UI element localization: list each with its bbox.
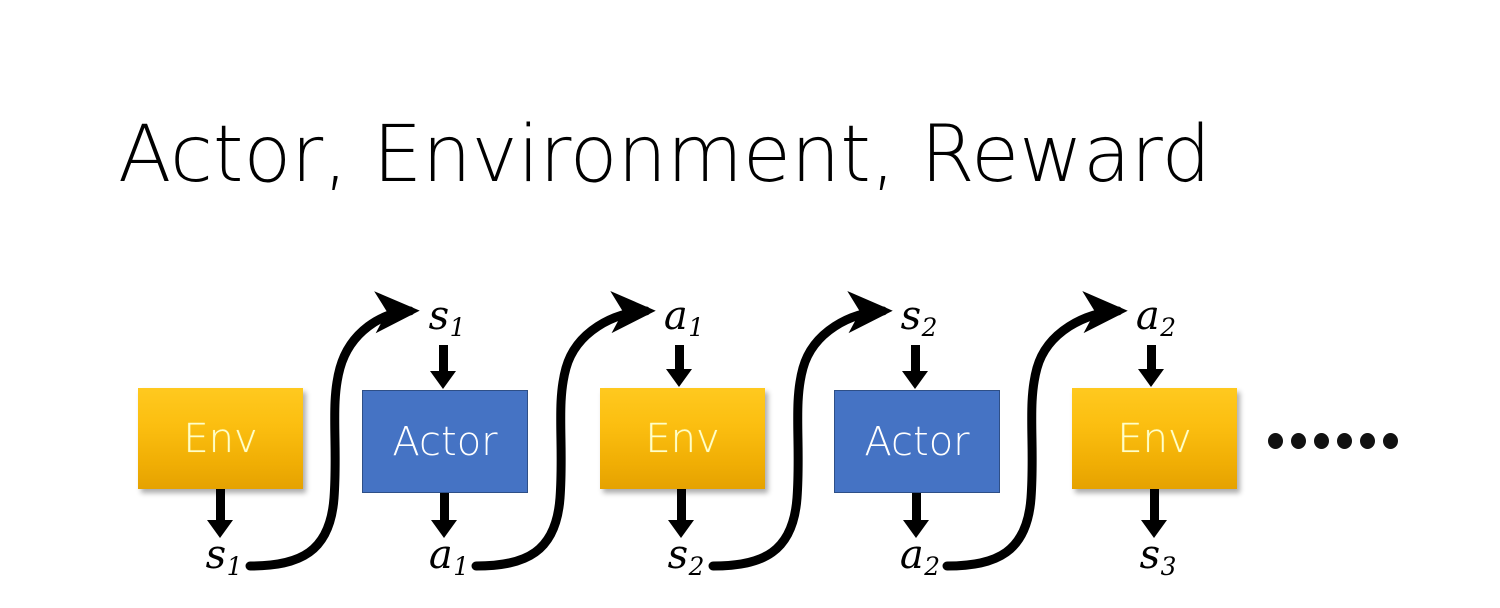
math-label-bot-a1: a1 (429, 535, 469, 580)
label-base: a (663, 293, 688, 339)
node-env2[interactable]: Env (600, 388, 765, 489)
arrow-actor1-to-a1 (439, 493, 449, 521)
label-subscript: 1 (226, 552, 243, 582)
node-env3[interactable]: Env (1072, 388, 1237, 489)
label-subscript: 2 (924, 552, 941, 582)
node-label: Env (183, 415, 258, 462)
arrow-a1-to-env2 (674, 345, 684, 370)
arrow-a2-to-env3 (1146, 345, 1156, 370)
label-base: s (1139, 532, 1161, 578)
ellipsis-dot (1268, 433, 1283, 449)
math-label-bot-s1: s1 (206, 535, 243, 580)
page-title: Actor, Environment, Reward (118, 110, 1211, 200)
label-base: a (1135, 293, 1160, 339)
arrow-s2-to-actor2 (910, 345, 920, 372)
math-label-top-s1: s1 (429, 296, 466, 341)
arrow-env3-to-s3 (1149, 489, 1159, 521)
node-env1[interactable]: Env (138, 388, 303, 489)
label-subscript: 1 (449, 313, 466, 343)
node-label: Actor (864, 418, 970, 465)
node-label: Env (1117, 415, 1192, 462)
arrow-s1-to-actor1 (438, 345, 448, 372)
arrow-env1-to-s1 (215, 489, 225, 521)
ellipsis-group-left (1268, 433, 1329, 449)
node-label: Actor (392, 418, 498, 465)
ellipsis-dot (1360, 433, 1375, 449)
math-label-top-a2: a2 (1136, 296, 1176, 341)
label-subscript: 1 (688, 313, 705, 343)
arrow-env2-to-s2 (676, 489, 686, 521)
node-actor2[interactable]: Actor (834, 390, 1000, 493)
arrow-actor2-to-a2 (911, 493, 921, 521)
math-label-top-s2: s2 (901, 296, 938, 341)
label-subscript: 3 (1160, 552, 1177, 582)
math-label-top-a1: a1 (664, 296, 704, 341)
node-label: Env (645, 415, 720, 462)
ellipsis-group-right (1337, 433, 1398, 449)
ellipsis-dot (1291, 433, 1306, 449)
continuation-ellipsis (1268, 433, 1398, 449)
label-base: s (428, 293, 450, 339)
label-subscript: 1 (453, 552, 470, 582)
ellipsis-dot (1314, 433, 1329, 449)
math-label-bot-s2: s2 (668, 535, 705, 580)
math-label-bot-s3: s3 (1140, 535, 1177, 580)
label-subscript: 2 (688, 552, 705, 582)
ellipsis-dot (1337, 433, 1352, 449)
ellipsis-dot (1383, 433, 1398, 449)
label-base: s (900, 293, 922, 339)
node-actor1[interactable]: Actor (362, 390, 528, 493)
label-base: a (899, 532, 924, 578)
math-label-bot-a2: a2 (900, 535, 940, 580)
label-base: s (667, 532, 689, 578)
label-subscript: 2 (921, 313, 938, 343)
label-base: s (205, 532, 227, 578)
label-subscript: 2 (1160, 313, 1177, 343)
label-base: a (428, 532, 453, 578)
